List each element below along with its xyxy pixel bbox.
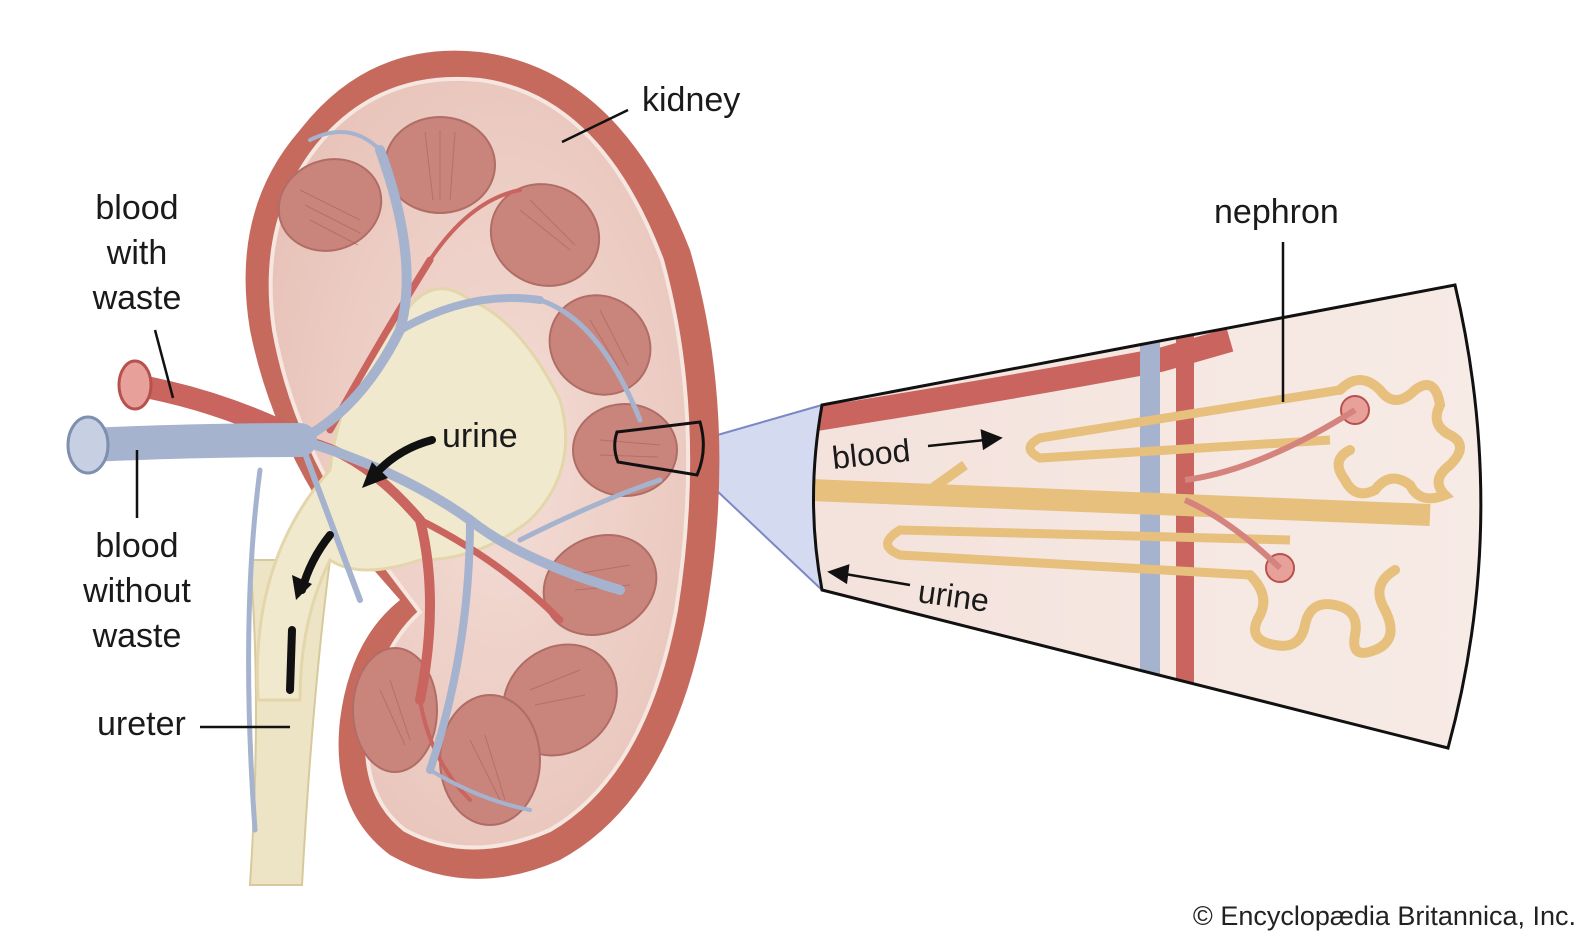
renal-pelvis xyxy=(255,287,568,702)
convoluted-tubule-upper xyxy=(1333,375,1465,504)
zoom-wedge xyxy=(697,405,822,590)
label-line: with xyxy=(106,234,168,272)
convoluted-tubule-lower xyxy=(1245,565,1400,658)
leader-lines xyxy=(135,108,1285,729)
loop-lower xyxy=(883,525,1291,580)
label-blood-with-waste: blood with waste xyxy=(70,186,204,321)
label-ureter: ureter xyxy=(97,705,186,743)
artery-opening xyxy=(117,359,153,411)
kidney-leader xyxy=(561,108,629,144)
renal-veins xyxy=(73,130,663,833)
label-line: waste xyxy=(92,279,182,317)
label-blood-without-waste: blood without waste xyxy=(65,524,209,659)
label-line: waste xyxy=(92,617,182,655)
collecting-duct xyxy=(813,479,1431,526)
label-line: blood xyxy=(95,527,179,565)
label-line: blood xyxy=(95,189,179,227)
vein-opening xyxy=(66,415,110,475)
nephron-inset xyxy=(812,283,1483,750)
label-urine-kidney: urine xyxy=(442,417,518,455)
inset-border xyxy=(812,283,1483,750)
label-nephron: nephron xyxy=(1214,193,1339,231)
inset-blood-arrow xyxy=(927,429,1003,451)
label-blood-inset: blood xyxy=(830,432,912,476)
label-line: without xyxy=(83,572,191,610)
urine-arrowheads xyxy=(292,462,388,600)
inset-artery xyxy=(813,328,1234,432)
blood-with-waste-leader xyxy=(153,329,175,399)
inset-urine-arrow xyxy=(827,564,911,587)
selection-wedge xyxy=(613,420,705,477)
label-urine-inset: urine xyxy=(915,573,992,619)
renal-pyramids xyxy=(277,116,678,826)
label-kidney: kidney xyxy=(642,81,741,119)
loop-upper xyxy=(1025,385,1341,463)
zoom-line-top xyxy=(699,404,823,441)
copyright-credit: © Encyclopædia Britannica, Inc. xyxy=(1192,901,1576,931)
pyramid-striations xyxy=(299,130,661,801)
